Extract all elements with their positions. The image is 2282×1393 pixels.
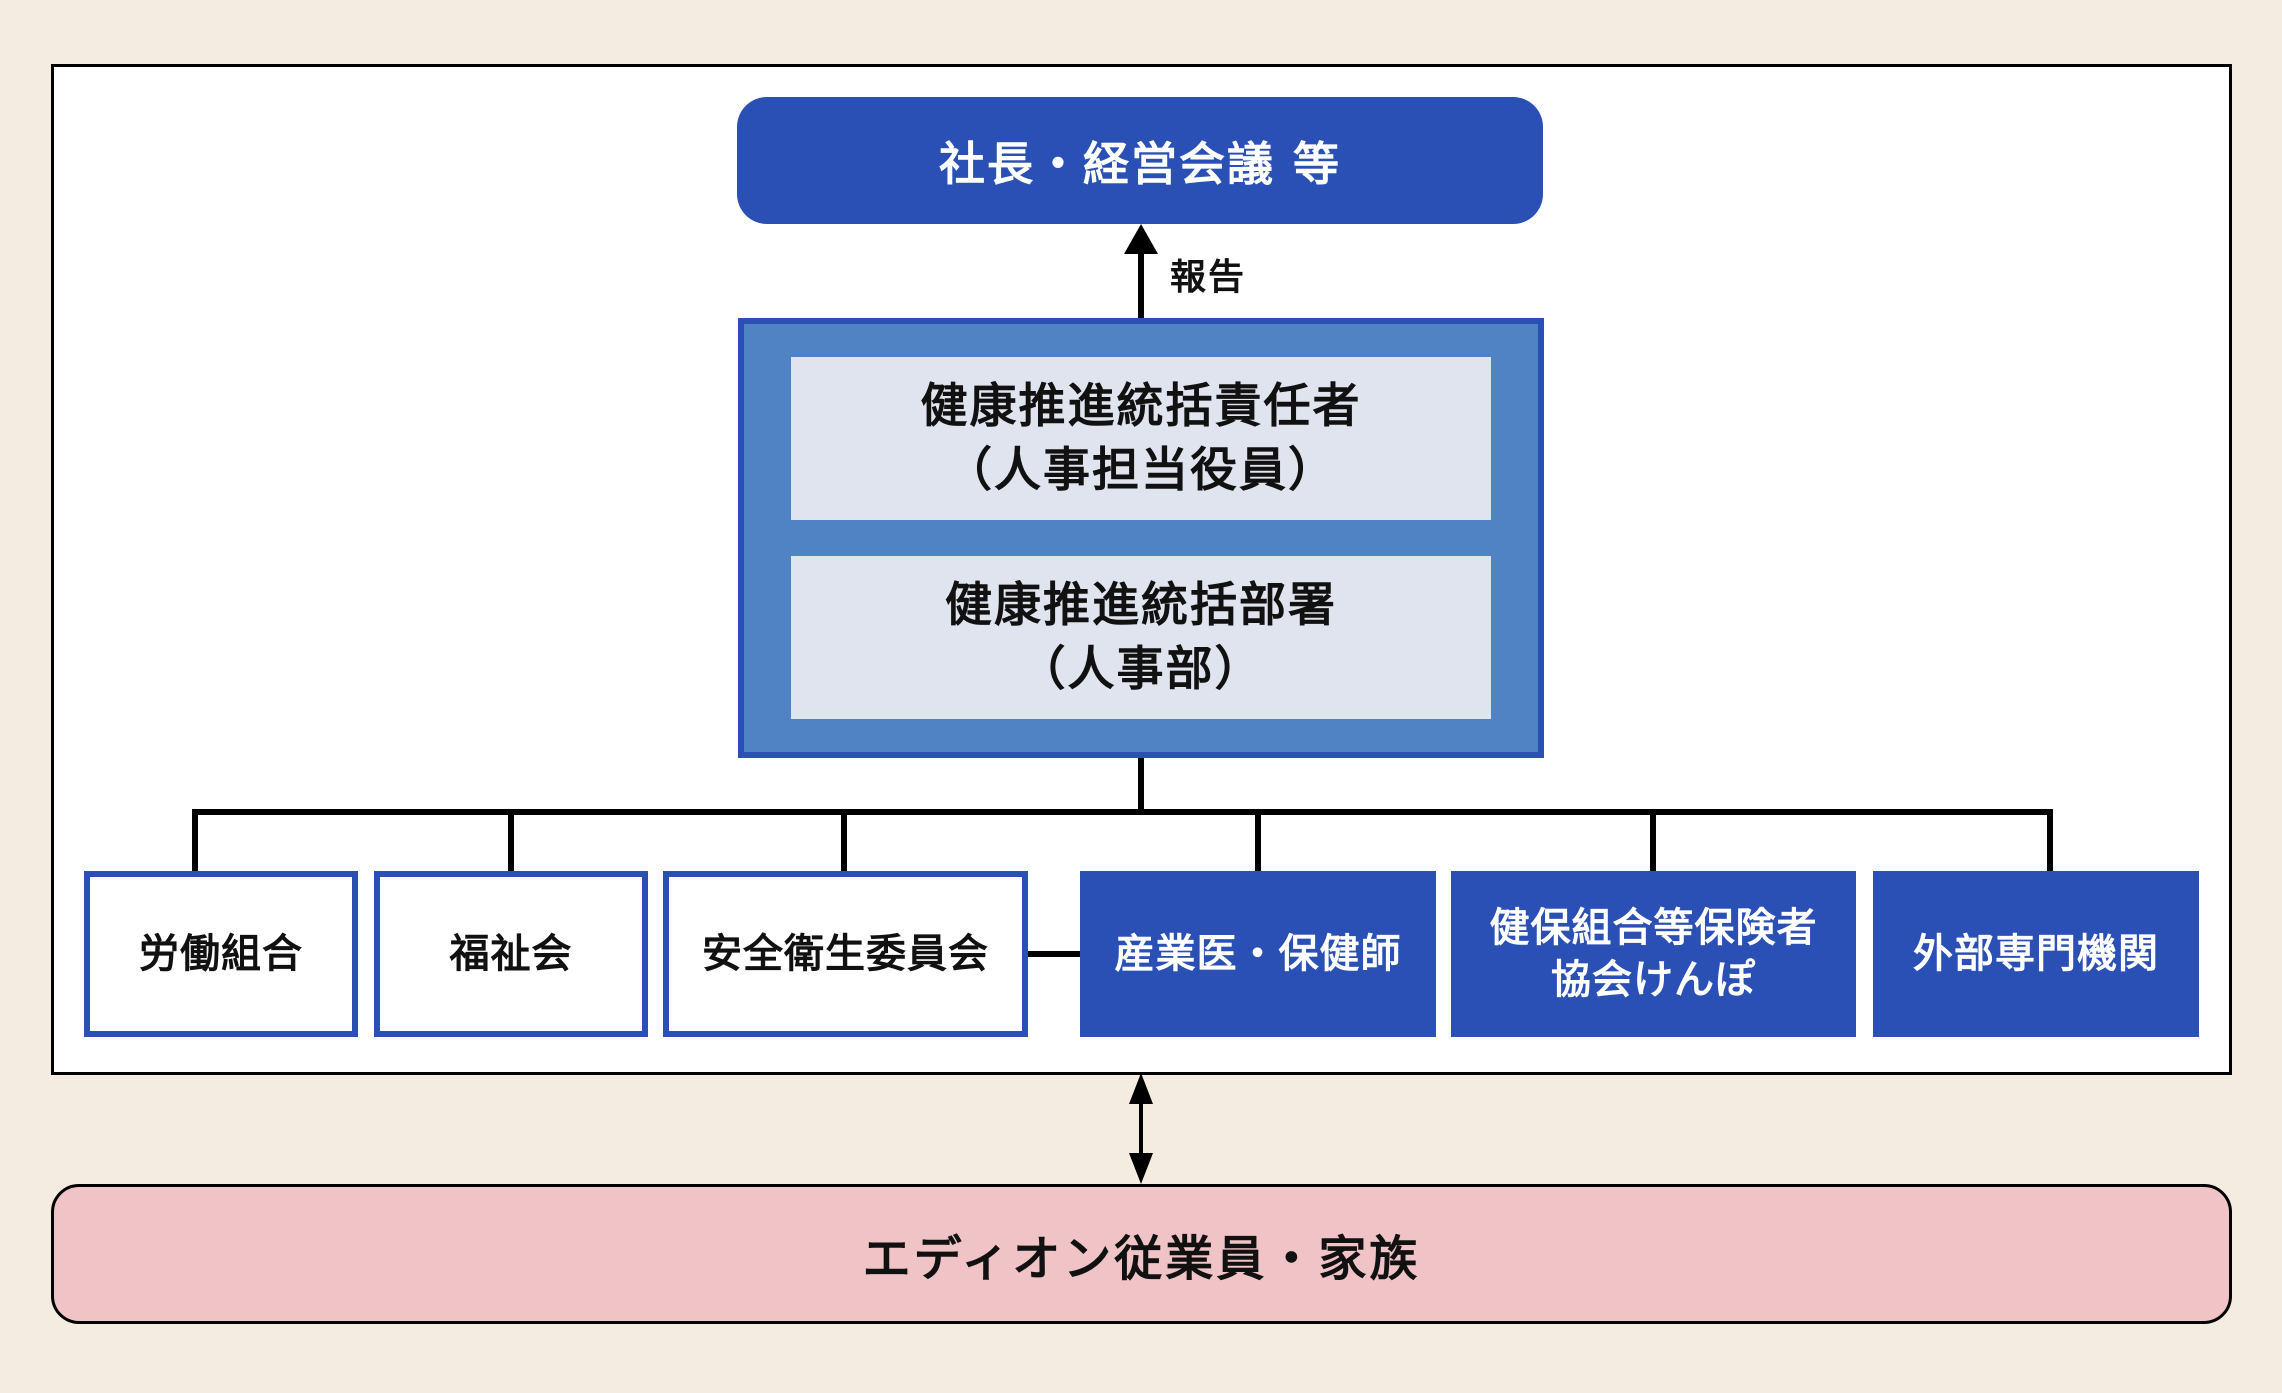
distribution-bus-line (192, 809, 2053, 815)
unit-label: 福祉会 (449, 931, 573, 977)
drop-line-external-agencies (2047, 809, 2053, 872)
drop-line-safety-committee (841, 809, 847, 872)
unit-labor-union: 労働組合 (84, 871, 358, 1037)
unit-label-line1: 健保組合等保険者 (1489, 905, 1818, 951)
unit-label-line2: 協会けんぽ (1551, 957, 1756, 1003)
unit-label: 産業医・保健師 (1114, 931, 1402, 977)
drop-line-welfare (508, 809, 514, 872)
officer-title: 健康推進統括責任者 (920, 378, 1362, 434)
health-promotion-department-box: 健康推進統括部署 （人事部） (791, 556, 1491, 719)
report-label: 報告 (1170, 257, 1247, 298)
unit-health-insurers: 健保組合等保険者 協会けんぽ (1451, 871, 1856, 1037)
unit-label: 労働組合 (139, 931, 303, 977)
unit-welfare-association: 福祉会 (374, 871, 648, 1037)
bidirectional-arrow-icon (1129, 1073, 1153, 1184)
drop-line-insurers (1650, 809, 1656, 872)
unit-occupational-physician: 産業医・保健師 (1080, 871, 1436, 1037)
unit-external-agencies: 外部専門機関 (1873, 871, 2199, 1037)
unit-label: 外部専門機関 (1913, 931, 2159, 977)
unit-label: 安全衛生委員会 (702, 931, 989, 977)
report-arrow-icon (1124, 224, 1158, 318)
employees-families-label: エディオン従業員・家族 (862, 1231, 1421, 1287)
safety-committee-physician-connector (1027, 951, 1081, 957)
health-promotion-officer-box: 健康推進統括責任者 （人事担当役員） (791, 357, 1491, 520)
executive-box: 社長・経営会議 等 (737, 97, 1543, 224)
unit-safety-health-committee: 安全衛生委員会 (663, 871, 1028, 1037)
drop-line-labor-union (192, 809, 198, 872)
core-down-connector (1138, 758, 1144, 812)
drop-line-occupational-physician (1255, 809, 1261, 872)
department-subtitle: （人事部） (1018, 641, 1264, 697)
employees-families-box: エディオン従業員・家族 (51, 1184, 2232, 1324)
department-title: 健康推進統括部署 (945, 577, 1337, 633)
officer-subtitle: （人事担当役員） (945, 442, 1337, 498)
executive-label: 社長・経営会議 等 (938, 136, 1341, 191)
